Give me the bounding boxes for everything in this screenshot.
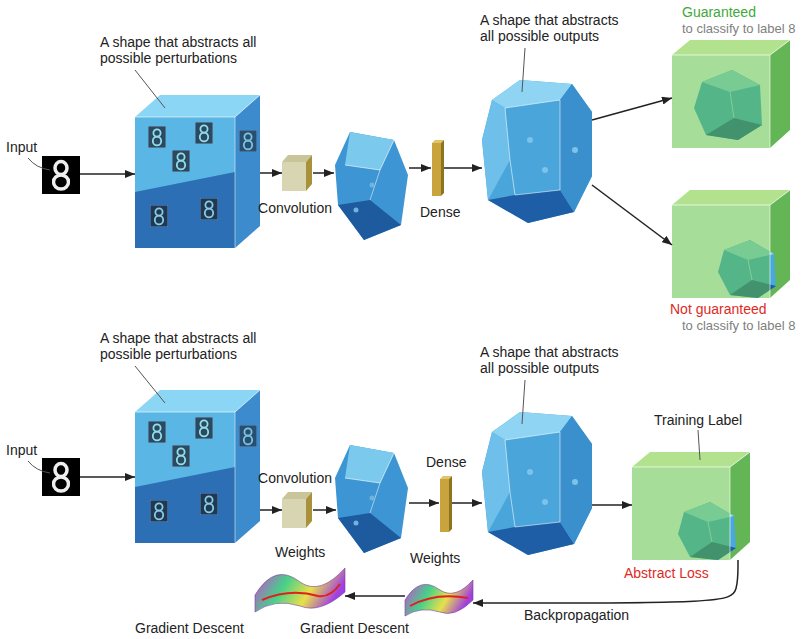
convolution-cube: Convolution — [282, 492, 312, 528]
flow-arrow — [444, 167, 482, 169]
weights-label: Weights — [275, 544, 325, 560]
flow-arrow — [592, 98, 672, 120]
callout-text: A shape that abstracts all possible pert… — [100, 34, 285, 66]
verdict-note: to classify to label 8 — [682, 21, 795, 37]
input-image — [42, 458, 80, 496]
flow-arrow — [345, 595, 405, 597]
dense-layer: Dense — [440, 476, 452, 532]
loss-surface — [255, 568, 345, 612]
label-cube — [672, 190, 790, 298]
training-label: Training Label — [654, 412, 742, 428]
leader-line — [28, 461, 50, 473]
weights-label: Weights — [410, 550, 460, 566]
label-cube — [632, 452, 750, 560]
leader-line — [522, 48, 525, 92]
layer-label: Convolution — [254, 470, 336, 486]
edge-label: Backpropagation — [522, 607, 631, 623]
convolution-cube — [282, 155, 312, 191]
label-cube — [672, 190, 790, 298]
input-image — [42, 156, 80, 194]
verdict-label: Not guaranteed — [670, 301, 767, 317]
input-label: Input — [6, 139, 37, 155]
leader-line — [28, 158, 50, 170]
input-image: Input — [42, 156, 80, 194]
input-image: Input — [42, 458, 80, 496]
layer-label: Dense — [420, 204, 460, 220]
loss-surface — [405, 580, 473, 616]
flow-arrow — [409, 502, 439, 504]
output-polytope — [482, 412, 592, 555]
flow-arrow — [473, 560, 738, 603]
step-label: Gradient Descent — [135, 620, 244, 636]
flow-arrow — [80, 173, 135, 175]
perturbation-box: A shape that abstracts all possible pert… — [135, 95, 260, 250]
convolution-cube — [282, 492, 312, 528]
verdict-label: Guaranteed — [682, 4, 756, 20]
label-cube: Not guaranteedto classify to label 8 — [672, 190, 790, 298]
perturbation-box: A shape that abstracts all possible pert… — [135, 390, 260, 545]
output-polytope: A shape that abstracts all possible outp… — [482, 410, 592, 555]
flow-arrow — [80, 476, 135, 478]
label-cube — [672, 40, 790, 148]
leader-line — [135, 366, 165, 403]
hidden-polytope — [335, 132, 408, 240]
label-region — [632, 452, 750, 560]
label-cube — [632, 452, 750, 560]
loss-surface: WeightsGradient Descent — [405, 572, 473, 616]
descent-path — [410, 596, 468, 606]
callout-text: A shape that abstracts all possible pert… — [100, 330, 285, 362]
dense-layer — [440, 476, 452, 532]
perturbation-box — [135, 390, 260, 543]
output-polytope — [482, 80, 592, 223]
flow-arrow — [592, 504, 632, 506]
flow-arrow — [452, 502, 482, 504]
layer-label: Convolution — [254, 200, 336, 216]
label-cube: Guaranteedto classify to label 8 — [672, 40, 790, 148]
loss-label: Abstract Loss — [624, 565, 709, 581]
flow-arrow — [260, 172, 282, 174]
dense-layer — [432, 140, 444, 196]
loss-surface — [405, 580, 473, 616]
leader-line — [698, 430, 700, 460]
layer-label: Dense — [426, 454, 466, 470]
flow-arrow — [313, 172, 334, 174]
flow-arrow — [592, 185, 672, 245]
flow-arrow — [260, 509, 282, 511]
dense-layer: Dense — [432, 140, 444, 196]
flow-arrow — [313, 509, 336, 511]
verdict-note: to classify to label 8 — [682, 318, 795, 334]
leader-line — [522, 380, 525, 424]
flow-arrow — [409, 167, 431, 169]
input-label: Input — [6, 442, 37, 458]
callout-text: A shape that abstracts all possible outp… — [480, 344, 630, 376]
label-cube: Training LabelAbstract Loss — [632, 452, 750, 560]
perturbation-box — [135, 95, 260, 248]
loss-surface: WeightsGradient Descent — [255, 562, 345, 614]
label-region — [672, 40, 790, 148]
convolution-cube: Convolution — [282, 155, 312, 191]
hidden-polytope — [335, 445, 408, 553]
label-region — [672, 190, 790, 298]
descent-path — [262, 584, 340, 600]
callout-text: A shape that abstracts all possible outp… — [480, 12, 630, 44]
leader-line — [135, 70, 165, 108]
output-polytope: A shape that abstracts all possible outp… — [482, 78, 592, 223]
loss-surface — [255, 568, 345, 612]
step-label: Gradient Descent — [300, 620, 409, 636]
label-cube — [672, 40, 790, 148]
